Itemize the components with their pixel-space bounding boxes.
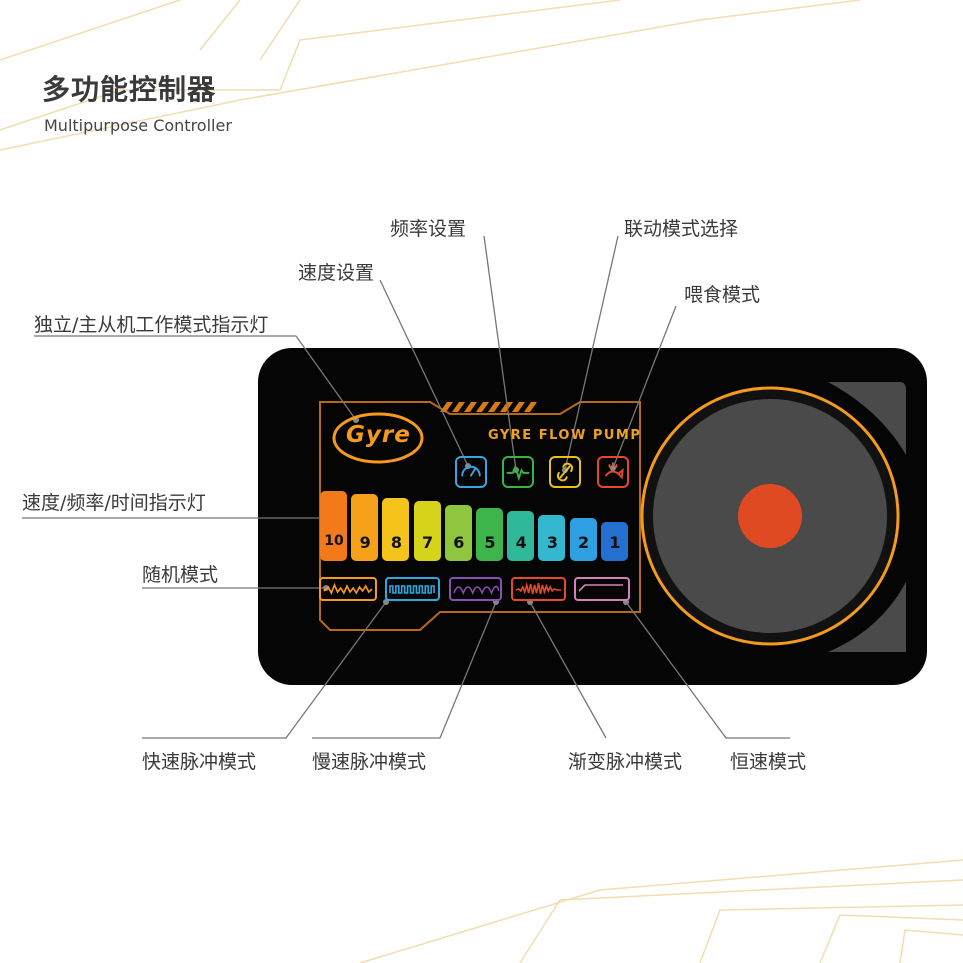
level-label: 3: [546, 533, 558, 552]
link-icon[interactable]: [549, 456, 581, 488]
leader-linkage: [564, 235, 619, 471]
leader-speed: [379, 279, 469, 467]
leader-fast-pulse: [142, 601, 387, 739]
level-label: 7: [422, 533, 434, 552]
level-bar-7[interactable]: [413, 501, 441, 561]
brand-text: GYRE FLOW PUMP: [488, 428, 642, 443]
constant-wave-button[interactable]: [574, 577, 630, 601]
callout-level-indicator: 速度/频率/时间指示灯: [22, 492, 206, 514]
level-label: 9: [359, 533, 371, 552]
hazard-stripes: [440, 402, 537, 412]
leader-frequency: [483, 235, 517, 471]
callout-gradual-pulse-mode: 渐变脉冲模式: [568, 751, 683, 773]
random-wave-icon: [323, 582, 373, 595]
knob-center-button: [738, 484, 802, 548]
callout-linkage-mode-select: 联动模式选择: [624, 218, 739, 240]
fish-feed-icon[interactable]: [597, 456, 629, 488]
logo-text: Gyre: [346, 422, 411, 448]
callout-constant-speed-mode: 恒速模式: [730, 751, 807, 773]
page-title: 多功能控制器: [42, 73, 217, 106]
slow-pulse-wave-button[interactable]: [449, 577, 502, 601]
level-label: 4: [515, 533, 527, 552]
callout-random-mode: 随机模式: [142, 564, 219, 586]
callout-speed-setting: 速度设置: [298, 262, 375, 284]
leader-master-slave: [34, 335, 357, 421]
level-label: 8: [390, 533, 402, 552]
top-corner-button: [828, 382, 906, 455]
logo-badge: [332, 412, 424, 464]
level-label: 6: [453, 533, 465, 552]
level-label: 2: [578, 533, 590, 552]
slow-pulse-wave-icon: [453, 585, 500, 596]
gradual-pulse-wave-icon: [515, 581, 562, 595]
page-subtitle: Multipurpose Controller: [44, 116, 232, 135]
level-bar-5[interactable]: [476, 508, 503, 561]
callout-master-slave-indicator: 独立/主从机工作模式指示灯: [34, 314, 269, 336]
leader-slow-pulse: [312, 601, 497, 739]
level-label: 10: [324, 533, 344, 549]
level-bar-6[interactable]: [444, 504, 472, 561]
callout-frequency-setting: 频率设置: [390, 218, 467, 240]
callout-feeding-mode: 喂食模式: [684, 284, 761, 306]
callout-fast-pulse-mode: 快速脉冲模式: [142, 751, 257, 773]
fast-pulse-wave-icon: [389, 585, 435, 594]
pulse-wave-icon[interactable]: [502, 456, 534, 488]
leader-gradual-pulse: [529, 601, 607, 739]
leader-feeding: [612, 305, 677, 469]
level-bar-1[interactable]: [600, 521, 628, 561]
level-label: 5: [484, 533, 496, 552]
level-bar-4[interactable]: [507, 511, 535, 561]
callout-slow-pulse-mode: 慢速脉冲模式: [312, 751, 427, 773]
speedometer-icon[interactable]: [455, 456, 487, 488]
level-bar-9[interactable]: [351, 494, 379, 561]
level-bar-10[interactable]: [320, 491, 347, 561]
level-bar-2[interactable]: [569, 518, 597, 561]
bottom-corner-button: [828, 582, 906, 652]
level-bar-8[interactable]: [382, 497, 410, 561]
leader-constant: [625, 601, 790, 739]
gradual-pulse-wave-button[interactable]: [511, 577, 566, 601]
level-bar-3[interactable]: [538, 514, 566, 561]
level-label: 1: [609, 533, 621, 552]
fast-pulse-wave-button[interactable]: [385, 577, 440, 601]
panel-frame: [319, 401, 641, 631]
random-wave-button[interactable]: [319, 577, 377, 601]
constant-wave-icon: [578, 584, 623, 592]
